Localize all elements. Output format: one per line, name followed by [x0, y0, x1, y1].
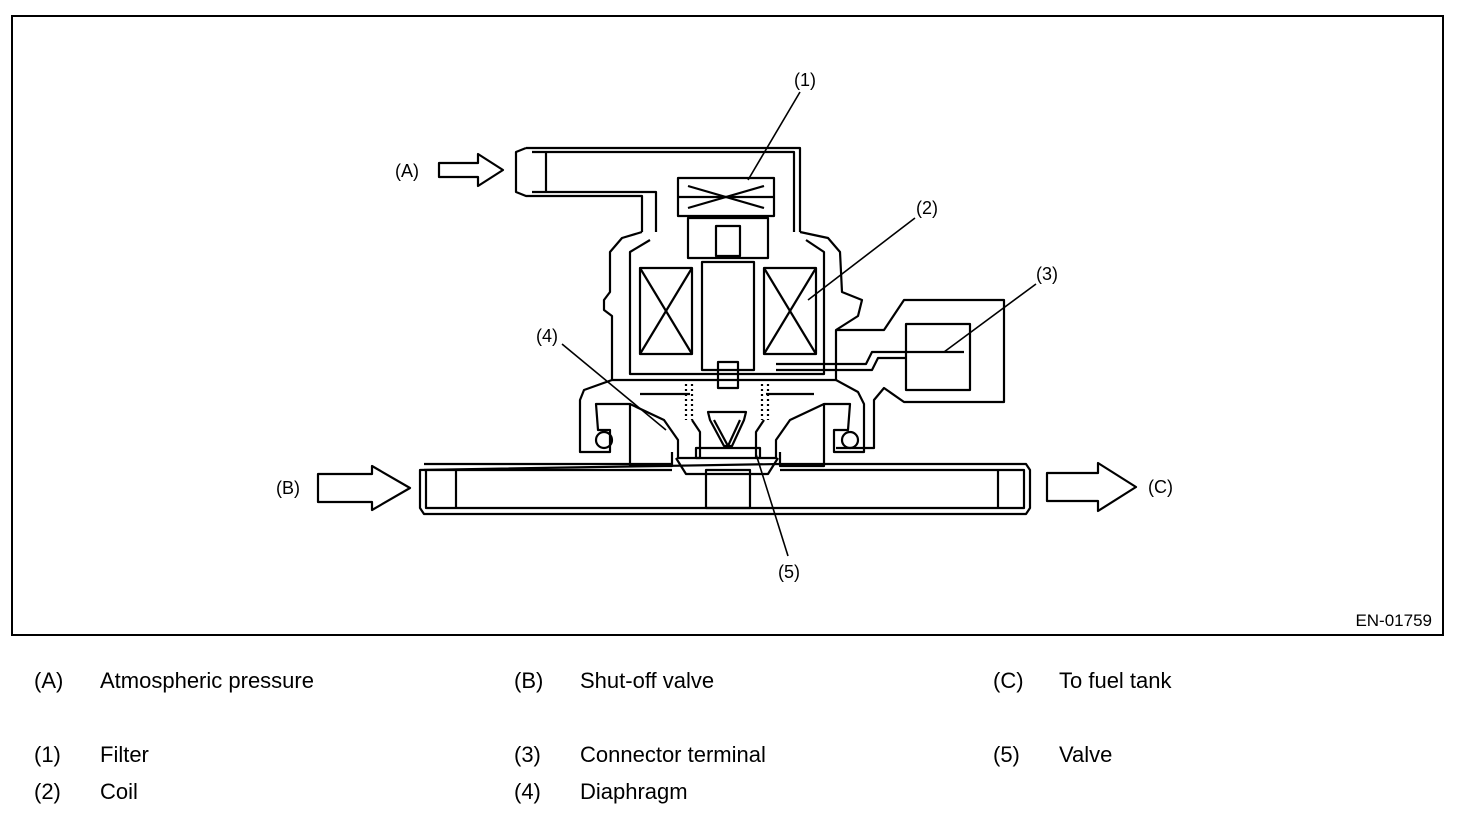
leader-lines	[561, 91, 1037, 557]
callout-3: (3)	[1036, 264, 1058, 284]
coil-right	[762, 266, 818, 356]
arrow-b-icon	[316, 464, 412, 512]
arrow-c-icon	[1045, 461, 1138, 513]
diaphragm-chamber	[578, 378, 866, 468]
callout-2: (2)	[916, 198, 938, 218]
solenoid-housing	[602, 216, 864, 382]
valve	[675, 410, 779, 476]
callout-4: (4)	[536, 326, 558, 346]
callout-c: (C)	[1148, 477, 1173, 497]
callout-b: (B)	[276, 478, 300, 498]
callout-a: (A)	[395, 161, 419, 181]
figure-frame	[11, 15, 1444, 636]
callout-5: (5)	[778, 562, 800, 582]
plunger	[700, 260, 756, 390]
callout-1: (1)	[794, 70, 816, 90]
inlet-pipe	[514, 146, 802, 232]
arrow-a-icon	[437, 152, 505, 188]
connector	[776, 298, 1006, 450]
coil-left	[638, 266, 694, 356]
outlet-pipe	[418, 462, 1032, 516]
filter	[676, 176, 776, 218]
figure-code: EN-01759	[1355, 611, 1432, 630]
